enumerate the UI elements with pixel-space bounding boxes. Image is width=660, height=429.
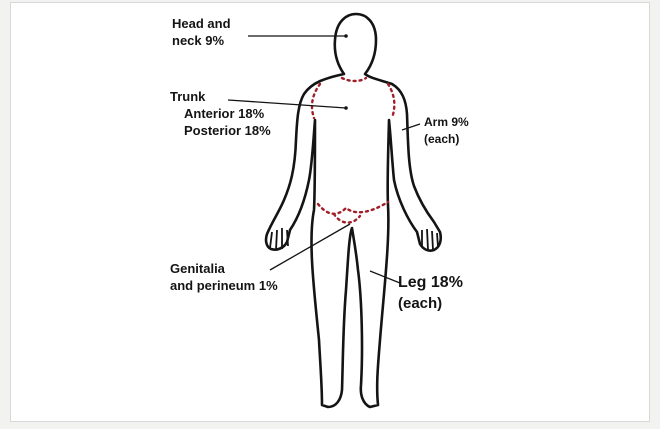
- region-boundaries: [312, 78, 394, 223]
- groin-boundary: [318, 202, 388, 214]
- neck-boundary: [342, 78, 366, 81]
- body-outline: [266, 14, 441, 407]
- left-hand-fingers: [270, 228, 288, 250]
- head-neck-label: Head and neck 9%: [172, 15, 231, 49]
- leg-label-line1: Leg 18%: [398, 272, 463, 293]
- trunk-title: Trunk: [170, 88, 271, 105]
- arm-leader: [402, 124, 420, 130]
- right-shoulder-boundary: [388, 84, 394, 118]
- head-anchor-dot: [344, 34, 348, 38]
- trunk-anchor-dot: [344, 106, 348, 110]
- head-label-line2: neck 9%: [172, 32, 231, 49]
- leg-label: Leg 18% (each): [398, 272, 463, 314]
- genitalia-label: Genitalia and perineum 1%: [170, 260, 278, 294]
- left-shoulder-boundary: [312, 84, 320, 118]
- genitalia-label-line1: Genitalia: [170, 260, 278, 277]
- genitalia-label-line2: and perineum 1%: [170, 277, 278, 294]
- arm-label: Arm 9% (each): [424, 114, 469, 148]
- head-label-line1: Head and: [172, 15, 231, 32]
- perineum-boundary: [334, 214, 360, 223]
- trunk-anterior: Anterior 18%: [170, 105, 271, 122]
- trunk-label: Trunk Anterior 18% Posterior 18%: [170, 88, 271, 139]
- trunk-posterior: Posterior 18%: [170, 122, 271, 139]
- right-hand-fingers: [422, 229, 438, 250]
- leg-label-line2: (each): [398, 293, 463, 314]
- arm-label-line1: Arm 9%: [424, 114, 469, 131]
- arm-label-line2: (each): [424, 131, 469, 148]
